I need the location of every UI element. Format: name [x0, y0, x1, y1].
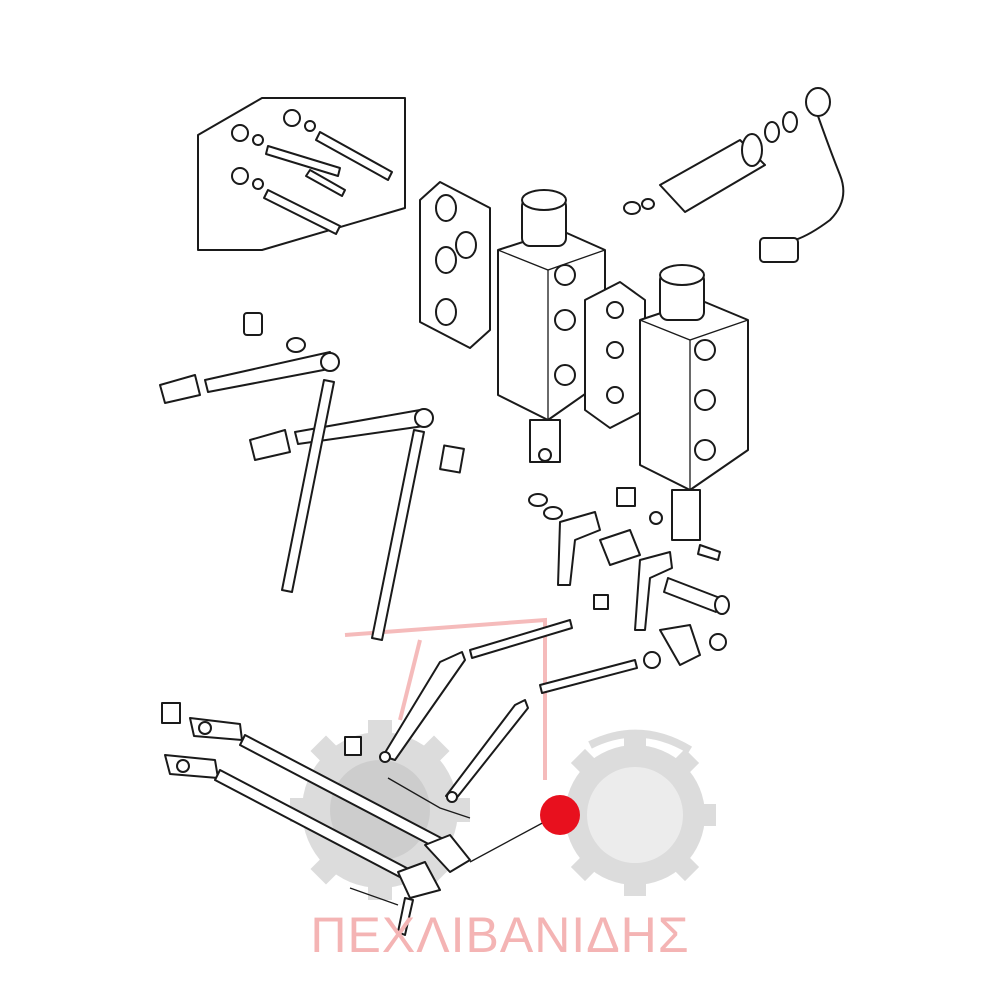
valve-spacer-plate: [584, 281, 646, 429]
stud-bolt-row-1: [231, 109, 393, 181]
watermark-tractor-outline: [344, 617, 547, 780]
watermark-gear-left-icon: [290, 720, 470, 900]
bracket-fasteners: [528, 487, 730, 669]
stud-bolt-row-2: [231, 167, 346, 235]
control-valve-left: [497, 189, 606, 463]
o-ring-seal-plate: [419, 181, 491, 349]
lever-lower: [249, 408, 434, 461]
bolt-kit-group: [197, 97, 406, 251]
linkage-rods-vertical: [281, 379, 465, 641]
control-valve-right: [639, 264, 749, 541]
threaded-rods: [379, 619, 638, 803]
solenoid-assembly: [623, 111, 798, 215]
cross-shaft-assembly: [161, 702, 549, 936]
red-dot-marker[interactable]: [540, 795, 580, 835]
electrical-connector: [759, 87, 845, 263]
lever-upper: [159, 312, 340, 404]
watermark-text: ΠΕΧΛΙΒΑΝΙΔΗΣ: [310, 907, 690, 963]
